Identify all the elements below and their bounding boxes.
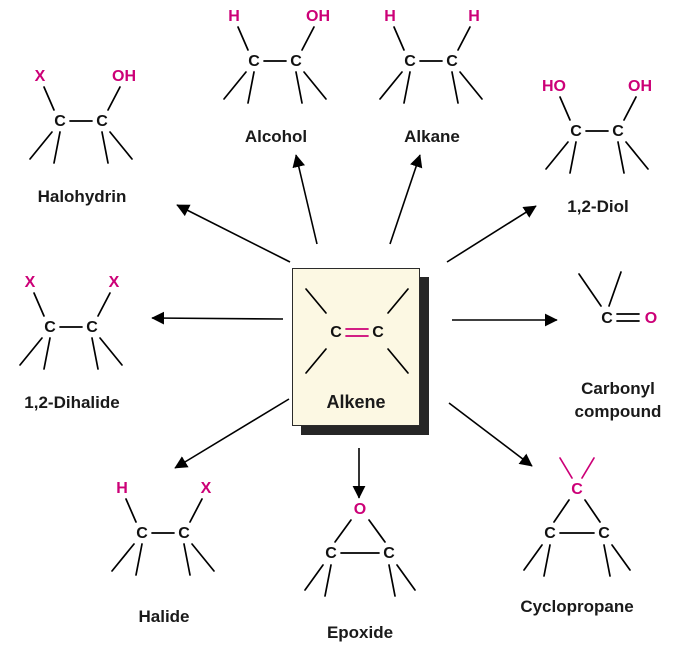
bonds — [304, 519, 416, 597]
product-alkane: H H C C Alkane — [352, 0, 512, 149]
carbon: C — [601, 310, 613, 327]
product-name: 1,2-Dihalide — [24, 393, 120, 412]
substituent-left: X — [35, 68, 46, 85]
substituent-left: HO — [542, 78, 566, 95]
product-name-line1: Carbonyl — [581, 379, 655, 398]
product-diol: HO OH C C 1,2-Diol — [518, 70, 678, 219]
bonds — [223, 26, 327, 104]
carbon-1: C — [44, 319, 56, 336]
carbon-1: C — [544, 525, 556, 542]
product-carbonyl: C O Carbonyl compound — [558, 262, 678, 424]
carbon-2: C — [96, 113, 108, 130]
carbon-2: C — [86, 319, 98, 336]
carbon-1: C — [248, 53, 260, 70]
product-alcohol: H OH C C Alcohol — [196, 0, 356, 149]
carbon-apex: C — [571, 481, 583, 498]
carbon-2: C — [598, 525, 610, 542]
product-cyclopropane: C C C Cyclopropane — [512, 452, 642, 619]
product-epoxide: O C C Epoxide — [295, 496, 425, 645]
substituent-left: H — [384, 8, 396, 25]
bonds — [305, 288, 409, 374]
product-halohydrin: X OH C C Halohydrin — [2, 60, 162, 209]
carbon-2: C — [372, 324, 384, 341]
product-name: Cyclopropane — [520, 597, 634, 616]
substituent-right: OH — [112, 68, 136, 85]
bonds — [578, 271, 640, 322]
double-bond — [345, 328, 369, 337]
product-dihalide: X X C C 1,2-Dihalide — [0, 266, 152, 415]
product-name: Halohydrin — [37, 187, 127, 206]
alcohol-structure: H OH C C — [223, 8, 330, 104]
carbonyl-structure: C O — [578, 271, 657, 327]
bonds — [379, 26, 483, 104]
alkane-structure: H H C C — [379, 8, 483, 104]
halide-structure: H X C C — [111, 480, 215, 576]
product-name-line2: compound — [574, 401, 662, 421]
accent-bonds — [559, 457, 595, 479]
diol-structure: HO OH C C — [542, 78, 652, 174]
carbon-1: C — [325, 545, 337, 562]
product-name: Epoxide — [326, 623, 394, 642]
substituent-left: H — [116, 480, 128, 497]
carbon-1: C — [136, 525, 148, 542]
carbon-2: C — [383, 545, 395, 562]
substituent-right: H — [468, 8, 480, 25]
substituent-left: H — [228, 8, 240, 25]
carbon-2: C — [178, 525, 190, 542]
carbon-2: C — [612, 123, 624, 140]
substituent-right: OH — [306, 8, 330, 25]
carbon-1: C — [330, 324, 342, 341]
alkene-box: C C Alkene — [292, 268, 420, 426]
carbon-1: C — [404, 53, 416, 70]
arrow-to-alcohol — [292, 154, 318, 245]
carbon-1: C — [54, 113, 66, 130]
product-name: Carbonyl compound — [575, 378, 662, 424]
arrow-to-halide — [174, 398, 290, 469]
substituent-left: X — [25, 274, 36, 291]
substituent-right: X — [109, 274, 120, 291]
cyclopropane-structure: C C C — [523, 457, 631, 577]
product-name: Alcohol — [244, 127, 308, 146]
oxygen-apex: O — [354, 501, 366, 518]
bonds — [523, 499, 631, 577]
product-name: Alkane — [404, 127, 460, 146]
product-name: Halide — [138, 607, 190, 626]
oxygen: O — [645, 310, 657, 327]
alkene-structure: C C — [305, 288, 409, 374]
arrow-to-alkane — [389, 154, 423, 245]
bonds — [29, 86, 133, 164]
carbon-1: C — [570, 123, 582, 140]
halohydrin-structure: X OH C C — [29, 68, 136, 164]
substituent-right: X — [201, 480, 212, 497]
carbon-2: C — [446, 53, 458, 70]
substituent-right: OH — [628, 78, 652, 95]
arrow-to-halohydrin — [176, 204, 291, 263]
bonds — [19, 292, 123, 370]
epoxide-structure: O C C — [304, 501, 416, 597]
bonds — [111, 498, 215, 576]
alkene-label: Alkene — [326, 392, 386, 412]
bonds — [545, 96, 649, 174]
arrow-to-dihalide — [151, 311, 284, 325]
carbon-2: C — [290, 53, 302, 70]
product-name: 1,2-Diol — [567, 197, 629, 216]
product-halide: H X C C Halide — [84, 472, 244, 629]
dihalide-structure: X X C C — [19, 274, 123, 370]
